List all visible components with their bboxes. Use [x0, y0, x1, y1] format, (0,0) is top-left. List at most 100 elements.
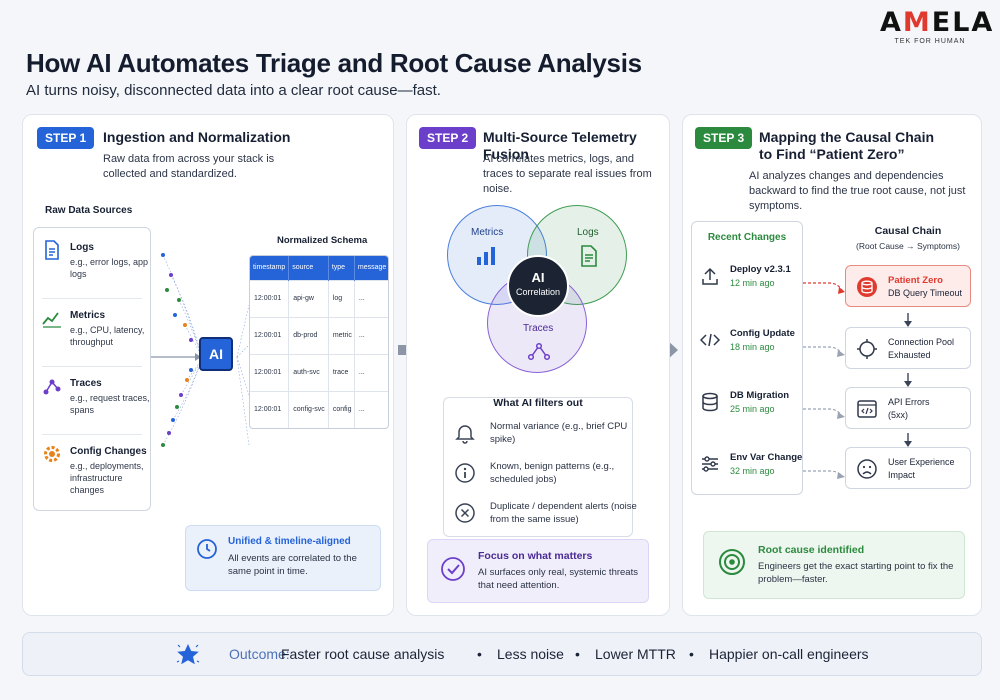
table-cell: config-svc: [288, 390, 329, 428]
chain-node-text: Patient Zero DB Query Timeout: [888, 274, 962, 300]
page-subtitle: AI turns noisy, disconnected data into a…: [26, 82, 441, 99]
step3-title-line2: to Find “Patient Zero”: [759, 146, 905, 162]
focus-callout: Focus on what matters AI surfaces only r…: [427, 539, 649, 603]
focus-desc: AI surfaces only real, systemic threats …: [478, 567, 638, 591]
x-circle-icon: [455, 503, 475, 523]
venn-logs-label: Logs: [577, 227, 599, 238]
chain-node-detail: DB Query Timeout: [888, 288, 963, 298]
filter-text: Duplicate / dependent alerts (noise from…: [490, 501, 637, 525]
chain-node-title: User Experience: [888, 457, 955, 467]
table-cell: metric: [328, 316, 355, 354]
logo-tagline: TEK FOR HUMAN: [894, 38, 966, 45]
chain-subtitle: (Root Cause → Symptoms): [856, 241, 960, 251]
outcome-item: Lower MTTR: [595, 646, 676, 662]
filters-title: What AI filters out: [493, 397, 583, 409]
table-cell: config: [328, 390, 355, 428]
table-cell: 12:00:01: [250, 279, 290, 317]
venn-traces-label: Traces: [523, 323, 554, 334]
table-cell: ...: [354, 279, 388, 317]
brand-logo: AMELA TEK FOR HUMAN: [880, 7, 992, 46]
source-name: Logs: [70, 242, 94, 253]
change-name: DB Migration: [730, 390, 790, 401]
change-time: 12 min ago: [730, 278, 775, 288]
table-row: 12:00:01 config-svc config ...: [250, 390, 388, 428]
table-row: 12:00:01 auth-svc trace ...: [250, 353, 388, 391]
schema-title: Normalized Schema: [277, 235, 368, 246]
bell-icon: [455, 425, 475, 444]
change-time: 18 min ago: [730, 342, 775, 352]
logo-prefix: A: [880, 7, 903, 38]
change-name: Config Update: [730, 328, 795, 339]
callout-title: Unified & timeline-aligned: [228, 536, 351, 547]
step1-description: Raw data from across your stack is colle…: [103, 153, 275, 180]
causal-connectors: [803, 282, 912, 479]
outcome-item: Happier on-call engineers: [709, 646, 869, 662]
table-header-row: timestamp source type message: [250, 256, 388, 280]
table-cell: 12:00:01: [250, 390, 290, 428]
root-cause-desc: Engineers get the exact starting point t…: [758, 561, 954, 585]
timeline-aligned-callout: Unified & timeline-aligned All events ar…: [185, 525, 381, 591]
table-cell: db-prod: [288, 316, 329, 354]
step2-title: Multi-Source Telemetry Fusion: [483, 129, 637, 162]
outcome-bar: Outcome: Faster root cause analysis • Le…: [22, 632, 982, 676]
focus-title: Focus on what matters: [478, 550, 593, 562]
patient-zero-label: Patient Zero: [888, 275, 943, 286]
table-cell: auth-svc: [288, 353, 329, 391]
table-cell: trace: [328, 353, 355, 391]
separator-dot: •: [689, 646, 694, 662]
chain-title: Causal Chain: [874, 225, 942, 237]
sources-title: Raw Data Sources: [45, 205, 133, 216]
filter-text: Normal variance (e.g., brief CPU spike): [490, 421, 628, 445]
column-header: type: [328, 256, 355, 280]
root-cause-title: Root cause identified: [758, 544, 865, 556]
recent-changes-box: Recent Changes Deploy v2.3.1 12 min ago …: [691, 221, 803, 495]
outcome-item: Less noise: [497, 646, 564, 662]
database-icon: [702, 392, 718, 412]
source-desc: e.g., deployments, infrastructure change…: [70, 461, 144, 495]
logo-mark: M: [902, 7, 932, 38]
step1-title: Ingestion and Normalization: [103, 129, 291, 145]
separator-dot: •: [575, 646, 580, 662]
check-circle-icon: [441, 557, 465, 581]
divider: [42, 434, 142, 435]
chain-node-detail: (5xx): [888, 410, 908, 420]
trace-icon: [527, 342, 551, 361]
source-name: Traces: [70, 378, 102, 389]
callout-desc: All events are correlated to the same po…: [228, 553, 357, 577]
sliders-icon: [702, 456, 718, 472]
table-cell: ...: [354, 316, 388, 354]
change-time: 32 min ago: [730, 466, 775, 476]
bar-chart-icon: [477, 247, 495, 265]
table-cell: 12:00:01: [250, 353, 290, 391]
ai-processor-chip: AI: [199, 337, 233, 371]
step3-badge: STEP 3: [695, 127, 753, 149]
source-desc: e.g., CPU, latency, throughput: [70, 325, 145, 347]
logo-suffix: ELA: [931, 7, 995, 38]
change-name: Deploy v2.3.1: [730, 264, 791, 275]
chain-node-patient-zero: Patient Zero DB Query Timeout: [845, 265, 971, 307]
source-desc: e.g., error logs, app logs: [70, 257, 149, 279]
trace-icon: [43, 379, 61, 395]
source-name: Config Changes: [70, 446, 147, 457]
step2-panel: STEP 2 Multi-Source Telemetry Fusion AI …: [406, 114, 670, 616]
line-chart-icon: [42, 312, 61, 328]
filters-box: What AI filters out Normal variance (e.g…: [443, 397, 637, 537]
divider: [42, 298, 142, 299]
venn-metrics-label: Metrics: [471, 227, 504, 238]
chain-node-detail: Impact: [888, 470, 916, 480]
ai-correlation-core: AI Correlation: [507, 255, 569, 317]
normalized-schema-table: timestamp source type message 12:00:01 a…: [249, 255, 389, 429]
chain-node-api-errors: API Errors(5xx): [845, 387, 971, 429]
filter-text: Known, benign patterns (e.g., scheduled …: [490, 461, 615, 485]
upload-icon: [702, 267, 718, 285]
source-name: Metrics: [70, 310, 106, 321]
table-cell: api-gw: [288, 279, 329, 317]
table-cell: ...: [354, 353, 388, 391]
change-time: 25 min ago: [730, 404, 775, 414]
root-cause-callout: Root cause identified Engineers get the …: [703, 531, 965, 599]
gear-icon: [44, 446, 60, 462]
star-icon: [176, 644, 200, 665]
